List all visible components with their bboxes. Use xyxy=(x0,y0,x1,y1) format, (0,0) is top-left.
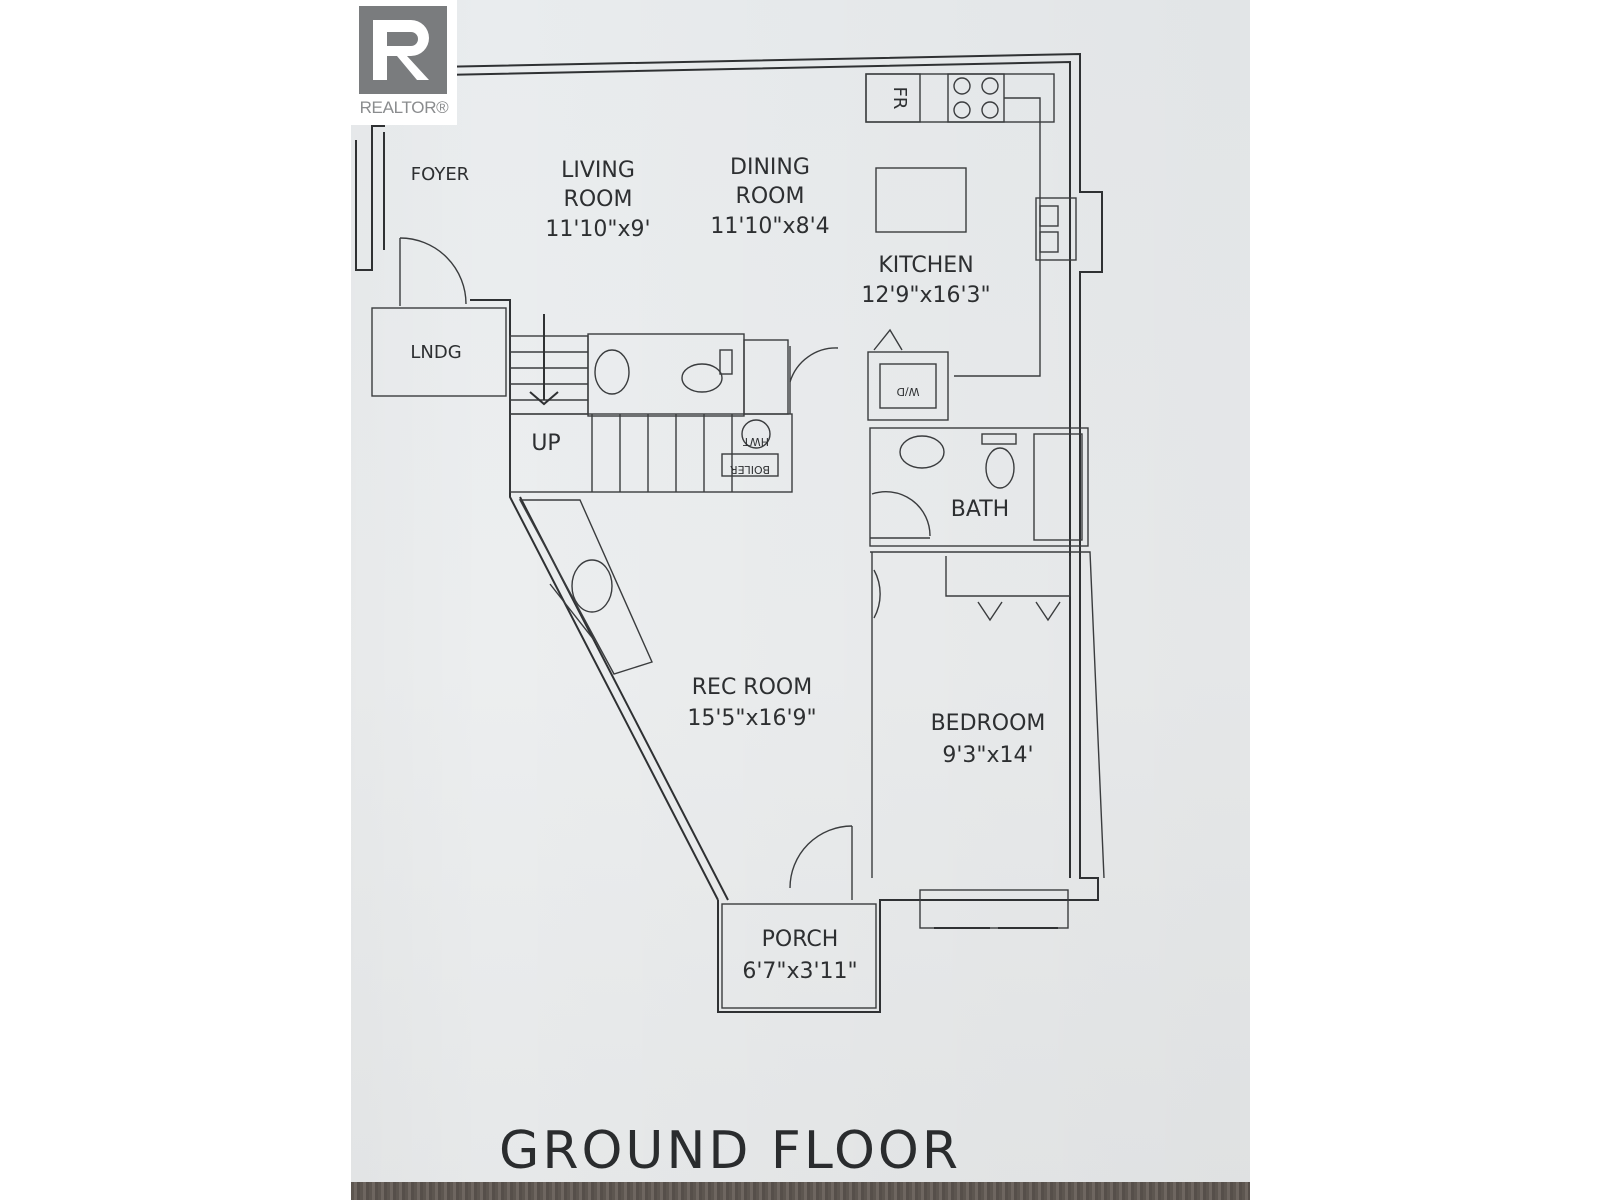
porch-size: 6'7"x3'11" xyxy=(742,959,857,984)
fridge-label: FR xyxy=(889,87,910,110)
floor-title: GROUND FLOOR xyxy=(499,1121,961,1181)
rec-room-size: 15'5"x16'9" xyxy=(687,706,816,731)
stairs-and-powder-room xyxy=(509,314,839,493)
bedroom-size: 9'3"x14' xyxy=(942,743,1033,768)
porch-outline xyxy=(721,903,877,1009)
kitchen-sink xyxy=(1035,197,1077,261)
realtor-logo-text: REALTOR® xyxy=(359,98,449,117)
dining-room-label-line2: ROOM xyxy=(736,184,805,209)
porch-label: PORCH xyxy=(762,927,839,952)
landing-walls xyxy=(371,237,507,397)
bedroom-walls xyxy=(870,551,1105,929)
rec-room-label: REC ROOM xyxy=(692,675,812,700)
realtor-r-icon xyxy=(359,6,447,94)
carpet-background xyxy=(351,1182,1250,1200)
dining-room-label-line1: DINING xyxy=(730,155,810,180)
landing-label: LNDG xyxy=(410,342,461,363)
boiler-label: BOILER xyxy=(730,463,770,476)
floor-plan-photo xyxy=(351,0,1250,1200)
rec-room-fixtures xyxy=(518,499,853,900)
living-room-label-line2: ROOM xyxy=(564,187,633,212)
kitchen-label: KITCHEN xyxy=(878,253,973,278)
kitchen-size: 12'9"x16'3" xyxy=(861,283,990,308)
paper-sheet xyxy=(351,0,1250,1182)
bathroom-fixtures xyxy=(869,427,1089,547)
bath-label: BATH xyxy=(951,497,1009,522)
realtor-logo: REALTOR® xyxy=(351,0,457,125)
stairs-up-label: UP xyxy=(531,431,560,456)
kitchen-fixtures xyxy=(865,73,1077,421)
washer-dryer-label: W/D xyxy=(896,385,919,398)
foyer-label: FOYER xyxy=(411,164,469,185)
dining-room-size: 11'10"x8'4 xyxy=(710,214,829,239)
exterior-walls xyxy=(355,52,1103,1013)
kitchen-island xyxy=(875,167,967,233)
living-room-label-line1: LIVING xyxy=(561,158,635,183)
bedroom-label: BEDROOM xyxy=(931,711,1046,736)
living-room-size: 11'10"x9' xyxy=(545,217,650,242)
hot-water-tank-label: HWT xyxy=(743,435,769,448)
